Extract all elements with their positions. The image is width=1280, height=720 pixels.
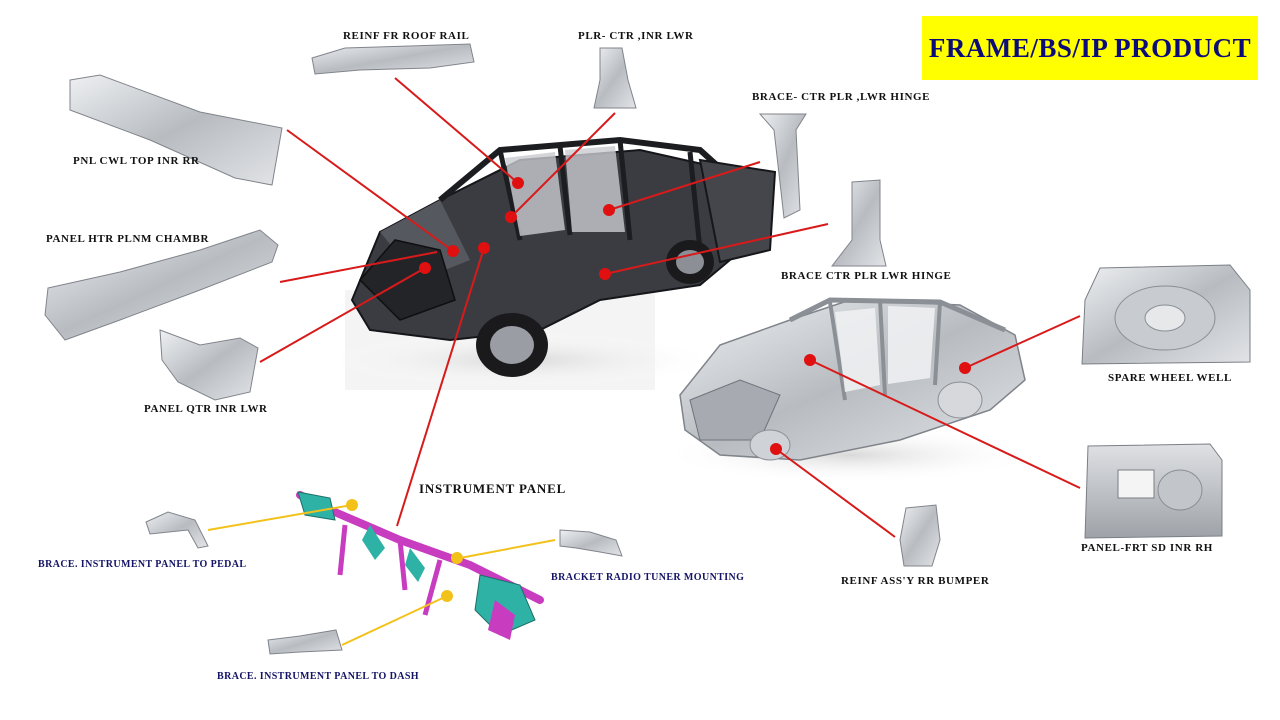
instrument-panel-beam	[296, 491, 544, 640]
label-brace-ip-to-dash: BRACE. INSTRUMENT PANEL TO DASH	[217, 671, 419, 682]
part-plr-ctr-inr-lwr	[593, 47, 637, 109]
red-leader-lines	[259, 77, 1081, 538]
label-panel-htr-plnm-chambr: PANEL HTR PLNM CHAMBR	[46, 233, 210, 245]
part-spare-wheel-well	[1081, 264, 1251, 365]
yellow-markers	[346, 499, 463, 602]
title-banner: FRAME/BS/IP PRODUCT	[922, 16, 1258, 80]
label-plr-ctr-inr-lwr: PLR- CTR ,INR LWR	[578, 30, 694, 42]
label-brace-ctr-plr-lwr-hinge-1: BRACE- CTR PLR ,LWR HINGE	[752, 91, 931, 103]
yellow-leader-lines	[207, 504, 556, 646]
label-reinf-assy-rr-bumper: REINF ASS'Y RR BUMPER	[841, 575, 990, 587]
part-bracket-radio-tuner	[559, 529, 623, 557]
label-instrument-panel: INSTRUMENT PANEL	[419, 481, 567, 496]
part-panel-qtr-inr-lwr	[159, 329, 259, 401]
part-reinf-assy-rr-bumper	[899, 504, 941, 567]
label-pnl-cwl-top-inr-rr: PNL CWL TOP INR RR	[73, 155, 200, 167]
part-pnl-cwl-top-inr-rr	[69, 74, 283, 186]
page-title: FRAME/BS/IP PRODUCT	[928, 32, 1252, 63]
part-reinf-fr-roof-rail	[311, 43, 475, 75]
label-brace-ctr-plr-lwr-hinge-2: BRACE CTR PLR LWR HINGE	[781, 270, 952, 282]
label-panel-frt-sd-inr-rh: PANEL-FRT SD INR RH	[1081, 542, 1213, 554]
label-reinf-fr-roof-rail: REINF FR ROOF RAIL	[343, 30, 470, 42]
pickup-truck-body	[320, 136, 777, 390]
red-markers	[419, 177, 971, 455]
part-brace-ip-to-pedal	[145, 511, 209, 549]
part-brace-ctr-plr-lwr-hinge-1	[758, 113, 807, 219]
label-spare-wheel-well: SPARE WHEEL WELL	[1108, 372, 1232, 384]
part-panel-frt-sd-inr-rh	[1084, 443, 1223, 539]
part-panel-htr-plnm-chambr	[44, 229, 279, 341]
part-brace-ip-to-dash	[267, 629, 343, 655]
label-bracket-radio-tuner: BRACKET RADIO TUNER MOUNTING	[551, 572, 745, 583]
label-panel-qtr-inr-lwr: PANEL QTR INR LWR	[144, 403, 268, 415]
sedan-body-in-white	[660, 297, 1040, 483]
label-brace-ip-to-pedal: BRACE. INSTRUMENT PANEL TO PEDAL	[38, 559, 247, 570]
part-brace-ctr-plr-lwr-hinge-2	[830, 179, 887, 267]
